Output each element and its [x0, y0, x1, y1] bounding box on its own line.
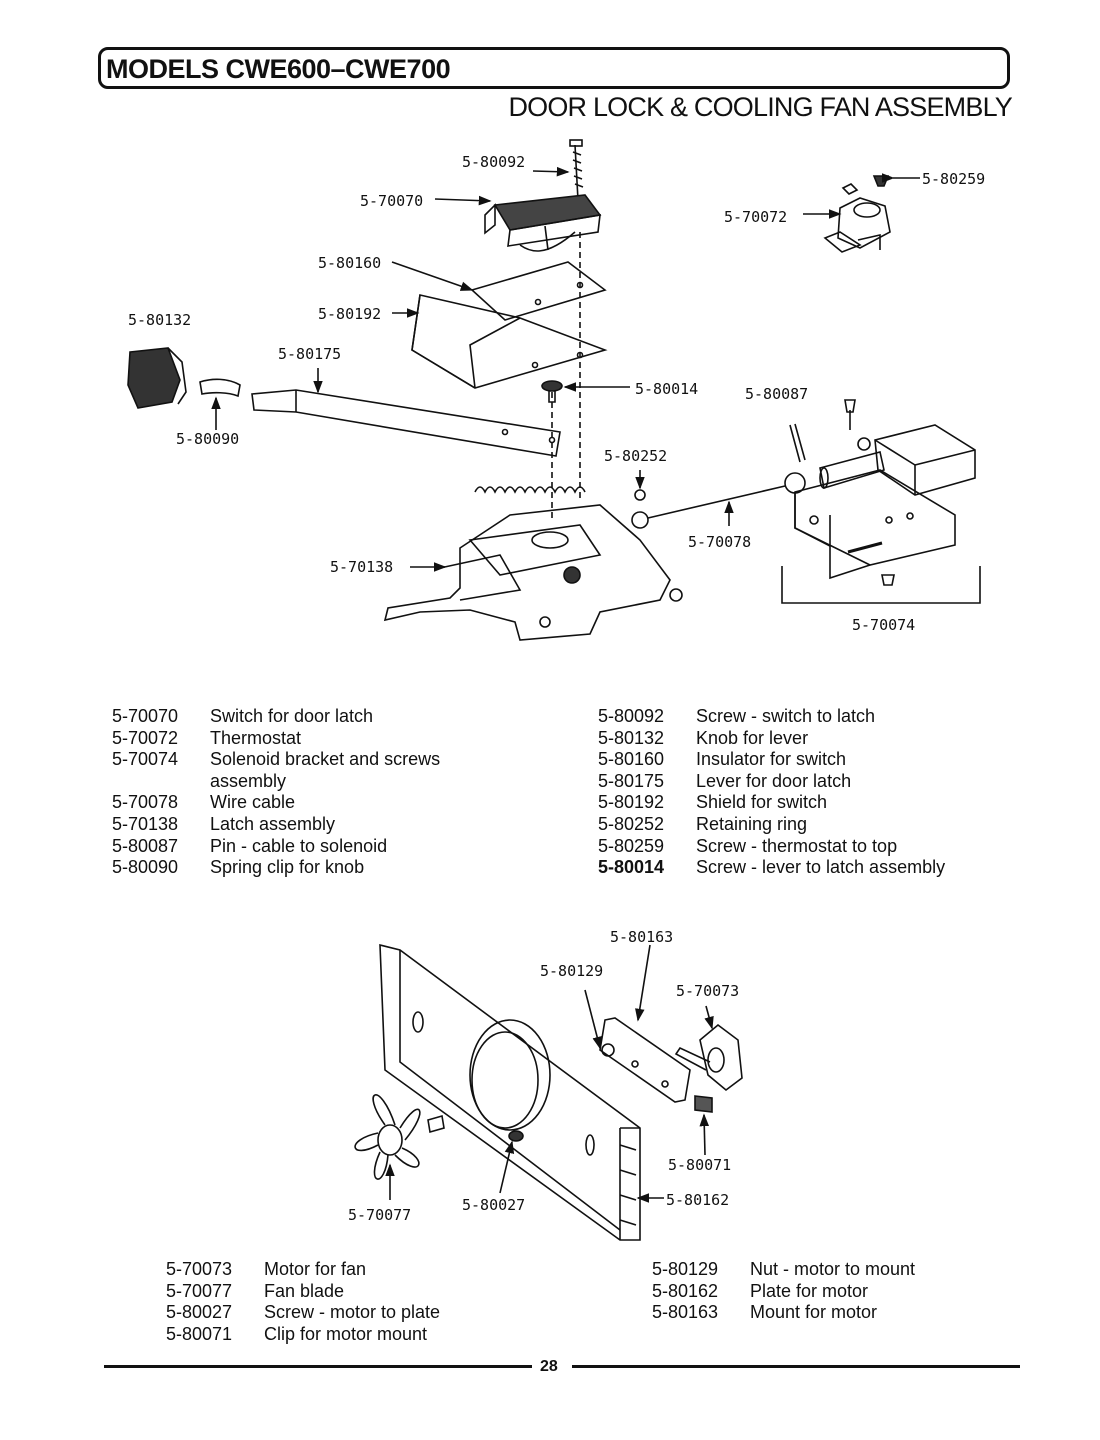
footer-rule-right: [572, 1365, 1020, 1368]
callout-80160: 5-80160: [318, 254, 381, 272]
screw-80014-part: [541, 380, 563, 403]
switch-80070-part: [484, 194, 602, 252]
header-box: [98, 47, 1010, 89]
latch-70138-part: [383, 504, 683, 641]
clip-80090-part: [199, 378, 241, 398]
callout-80071: 5-80071: [668, 1156, 731, 1174]
shield-80192-part: [411, 294, 608, 389]
callout-80252: 5-80252: [604, 447, 667, 465]
ring-80252-part: [634, 489, 646, 501]
section-title: DOOR LOCK & COOLING FAN ASSEMBLY: [508, 92, 1012, 122]
callout-80092: 5-80092: [462, 153, 525, 171]
fan-blade-70077-part: [354, 1094, 421, 1180]
insulator-80160-part: [470, 261, 607, 321]
motor-70073-part: [674, 1023, 743, 1092]
callout-80162: 5-80162: [666, 1191, 729, 1209]
models-title: MODELS CWE600–CWE700: [106, 54, 451, 84]
callout-80090: 5-80090: [176, 430, 239, 448]
callout-70072: 5-70072: [724, 208, 787, 226]
callout-80027: 5-80027: [462, 1196, 525, 1214]
thermostat-70072-part: [823, 183, 891, 253]
knob-80132-part: [127, 347, 187, 409]
screw-80092-part: [569, 139, 584, 201]
callout-70074: 5-70074: [852, 616, 915, 634]
callout-80129: 5-80129: [540, 962, 603, 980]
callout-70077: 5-70077: [348, 1206, 411, 1224]
plate-80162-part: [379, 943, 641, 1241]
footer-rule-left: [104, 1365, 532, 1368]
callout-70073: 5-70073: [676, 982, 739, 1000]
callout-70078: 5-70078: [688, 533, 751, 551]
lever-80175-part: [251, 389, 561, 457]
solenoid-part: [794, 399, 976, 580]
callout-80163: 5-80163: [610, 928, 673, 946]
cable-70078-part: [631, 472, 806, 529]
callout-80014: 5-80014: [635, 380, 698, 398]
callout-80175: 5-80175: [278, 345, 341, 363]
callout-80132: 5-80132: [128, 311, 191, 329]
mount-80163-part: [599, 1017, 691, 1103]
callout-80087: 5-80087: [745, 385, 808, 403]
page-number: 28: [540, 1358, 558, 1375]
callout-70070: 5-70070: [360, 192, 423, 210]
list-item: assembly: [210, 770, 287, 791]
callout-80192: 5-80192: [318, 305, 381, 323]
callout-80259: 5-80259: [922, 170, 985, 188]
pin-80087-part: [789, 423, 806, 463]
spring-part: [474, 486, 586, 494]
callout-70138: 5-70138: [330, 558, 393, 576]
